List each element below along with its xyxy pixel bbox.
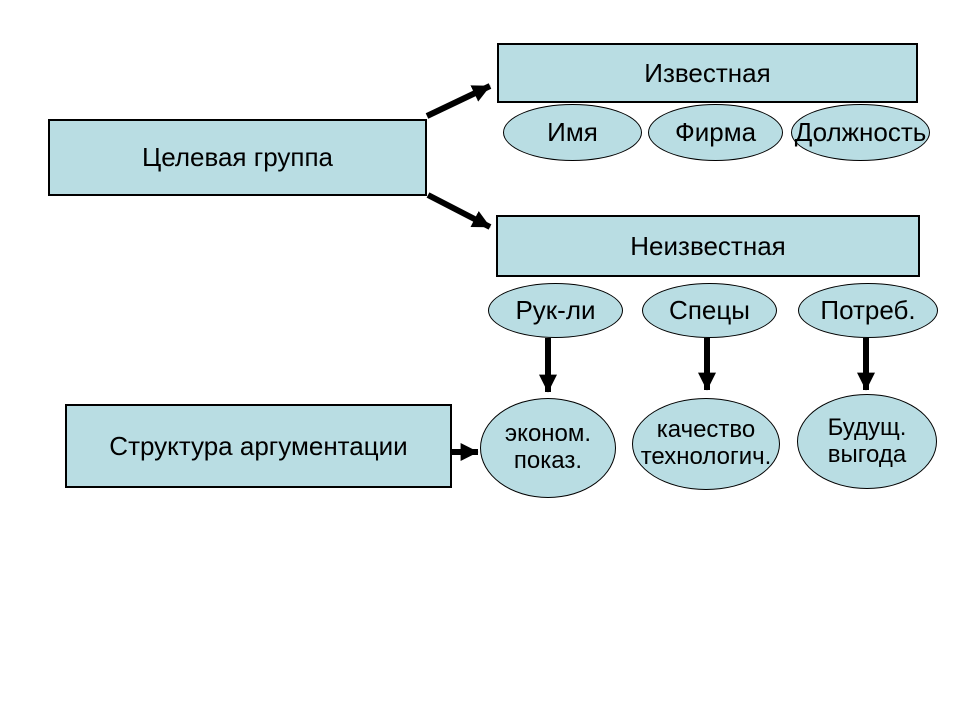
arrow-target-to-unknown bbox=[426, 192, 492, 230]
unknown-item-specialists-label: Спецы bbox=[669, 294, 750, 325]
argument-structure-box: Структура аргументации bbox=[65, 404, 452, 488]
target-group-box: Целевая группа bbox=[48, 119, 427, 196]
known-item-name: Имя bbox=[503, 104, 642, 161]
argument-item-quality-label: качество технологич. bbox=[640, 416, 772, 470]
target-group-label: Целевая группа bbox=[141, 142, 333, 173]
argument-item-benefit: Будущ. выгода bbox=[797, 394, 937, 489]
unknown-label: Неизвестная bbox=[630, 230, 786, 261]
known-item-firm: Фирма bbox=[648, 104, 783, 161]
arrow-target-to-known bbox=[425, 83, 492, 119]
argument-item-benefit-label: Будущ. выгода bbox=[827, 413, 907, 468]
known-item-name-label: Имя bbox=[547, 116, 598, 147]
unknown-item-managers: Рук-ли bbox=[488, 283, 623, 338]
known-box: Известная bbox=[497, 43, 918, 103]
argument-item-quality: качество технологич. bbox=[632, 398, 780, 490]
argument-item-economic: эконом. показ. bbox=[480, 398, 616, 498]
argument-item-economic-label: эконом. показ. bbox=[504, 420, 592, 474]
unknown-item-managers-label: Рук-ли bbox=[515, 294, 596, 325]
known-label: Известная bbox=[644, 57, 771, 88]
unknown-item-consumers-label: Потреб. bbox=[820, 294, 916, 325]
unknown-box: Неизвестная bbox=[496, 215, 920, 277]
known-item-position-label: Должность bbox=[794, 116, 927, 147]
known-item-firm-label: Фирма bbox=[674, 116, 757, 147]
unknown-item-specialists: Спецы bbox=[642, 283, 777, 338]
argument-structure-label: Структура аргументации bbox=[109, 430, 408, 461]
unknown-item-consumers: Потреб. bbox=[798, 283, 938, 338]
known-item-position: Должность bbox=[791, 104, 930, 161]
